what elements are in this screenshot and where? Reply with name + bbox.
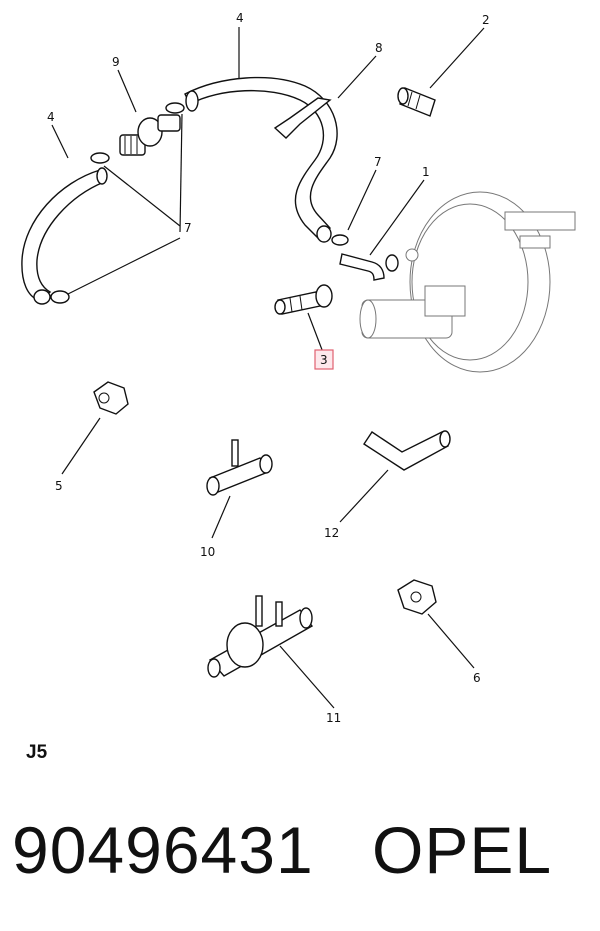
callout-6: 6 bbox=[473, 671, 481, 685]
callout-11: 11 bbox=[326, 711, 341, 725]
brake-booster bbox=[359, 191, 576, 373]
callout-3: 3 bbox=[320, 353, 328, 367]
elbow-part-1 bbox=[339, 253, 399, 281]
valve-part-10 bbox=[206, 439, 273, 496]
highlight-box-part-3 bbox=[314, 349, 334, 370]
callout-4-left: 4 bbox=[47, 110, 55, 124]
hose-clamps-part-7 bbox=[50, 102, 349, 304]
callout-8: 8 bbox=[375, 41, 383, 55]
section-code: J5 bbox=[26, 742, 48, 763]
callout-10: 10 bbox=[200, 545, 215, 559]
valve-part-9 bbox=[119, 114, 181, 156]
nut-part-6 bbox=[397, 579, 437, 615]
callout-1: 1 bbox=[422, 165, 430, 179]
hose-part-4-left bbox=[21, 167, 108, 305]
leader-lines bbox=[51, 27, 485, 709]
parts-diagram: 4 2 8 9 4 7 1 7 3 5 12 10 6 11 bbox=[21, 11, 576, 725]
callout-7-left: 7 bbox=[184, 221, 192, 235]
bracket-part-8 bbox=[273, 97, 332, 139]
brand-name: OPEL bbox=[372, 813, 553, 887]
callout-2: 2 bbox=[482, 13, 490, 27]
callout-4-top: 4 bbox=[236, 11, 244, 25]
hose-part-4-upper bbox=[184, 76, 338, 243]
callout-9: 9 bbox=[112, 55, 120, 69]
callout-5: 5 bbox=[55, 479, 63, 493]
callout-labels: 4 2 8 9 4 7 1 7 3 5 12 10 6 11 bbox=[47, 11, 490, 725]
callout-7-right: 7 bbox=[374, 155, 382, 169]
elbow-part-12 bbox=[363, 430, 451, 471]
part-number: 90496431 bbox=[12, 813, 314, 887]
adapter-part-3 bbox=[274, 284, 333, 315]
nipple-part-2 bbox=[397, 87, 436, 117]
callout-12: 12 bbox=[324, 526, 339, 540]
valve-part-11 bbox=[207, 595, 314, 678]
nut-part-5 bbox=[93, 381, 129, 415]
